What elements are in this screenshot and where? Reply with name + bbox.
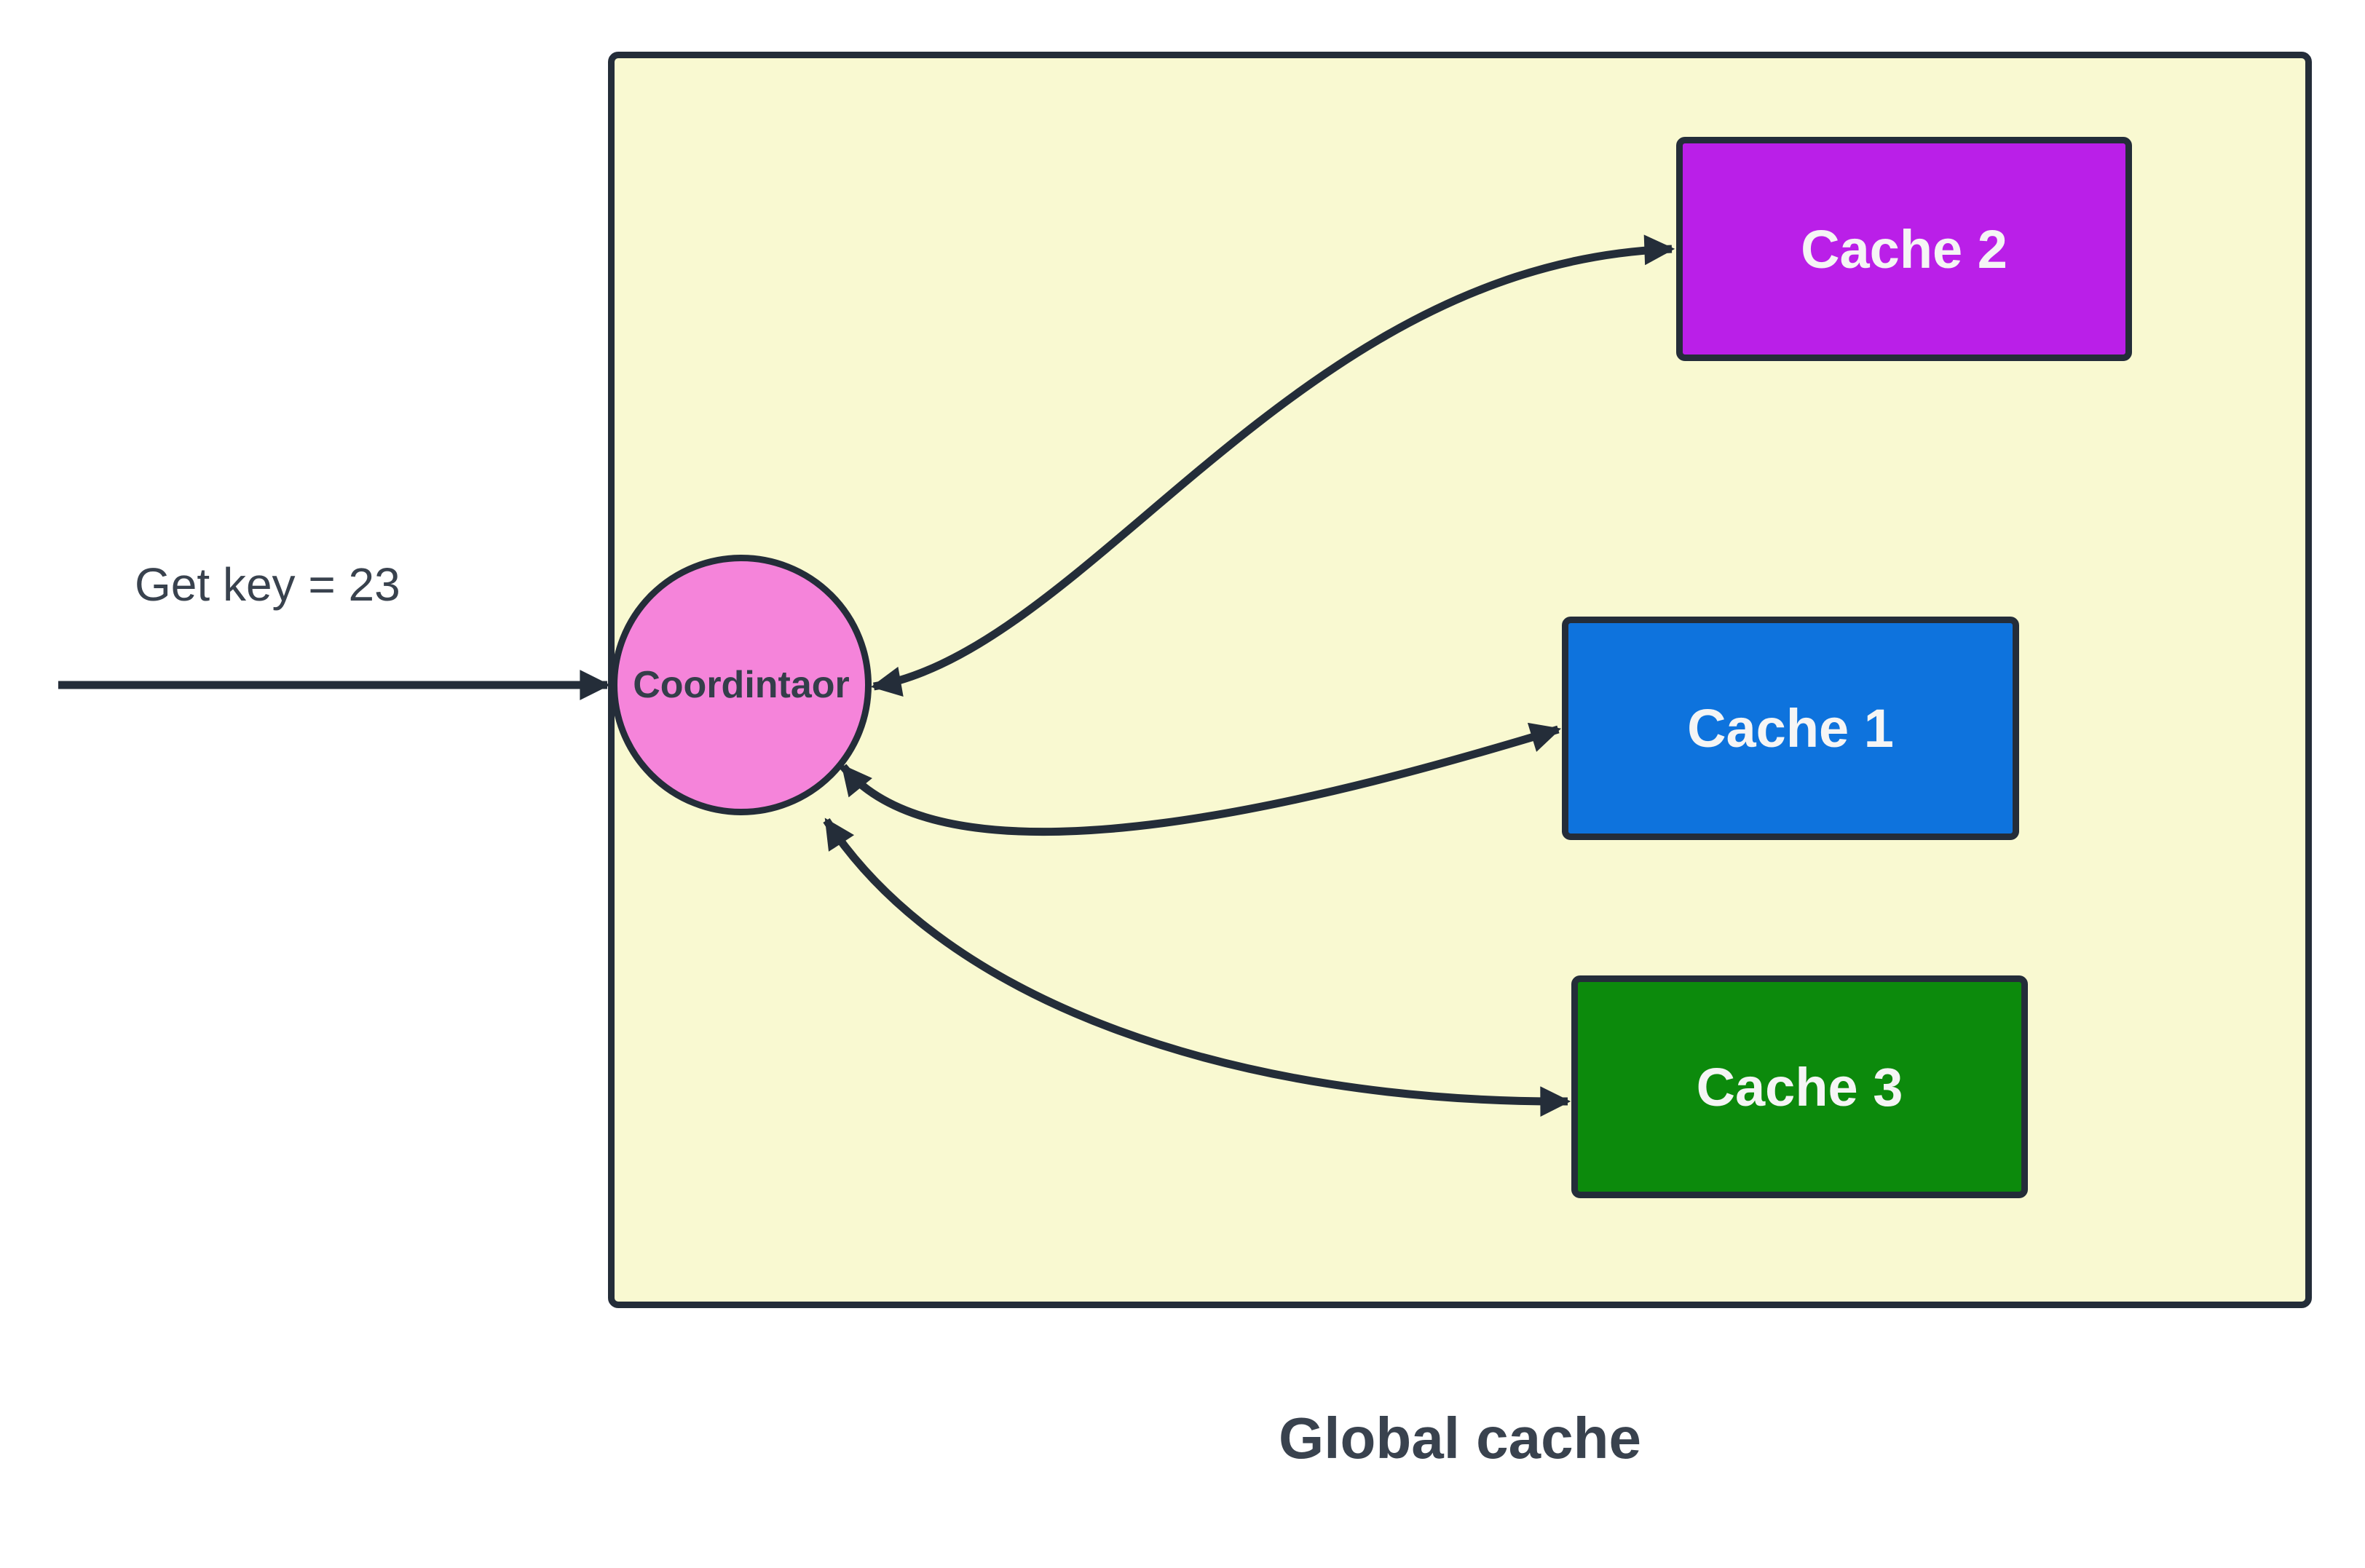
cache-1-label: Cache 1 [1687, 698, 1894, 759]
coordinator-label: Coordintaor [633, 664, 850, 706]
cache-3-label: Cache 3 [1696, 1056, 1903, 1117]
global-cache-title: Global cache [1279, 1406, 1641, 1470]
coordinator-node: Coordintaor [611, 555, 872, 815]
cache-2-label: Cache 2 [1801, 218, 2007, 280]
cache-3-node: Cache 3 [1571, 975, 2028, 1198]
cache-2-node: Cache 2 [1676, 137, 2132, 361]
cache-1-node: Cache 1 [1562, 617, 2019, 840]
request-label: Get key = 23 [135, 558, 400, 611]
